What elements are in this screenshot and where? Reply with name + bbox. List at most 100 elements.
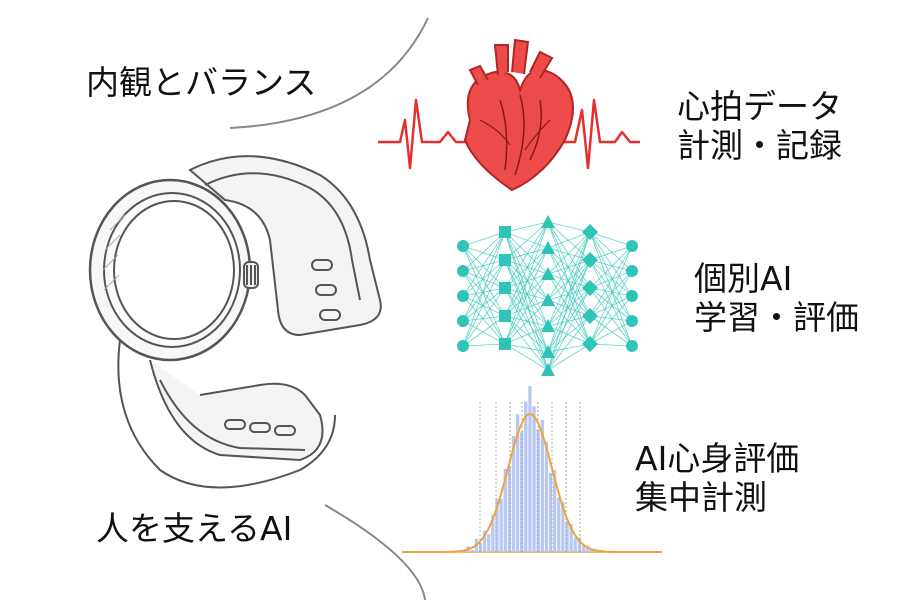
- nn-edge: [547, 221, 591, 233]
- histogram-bar: [495, 499, 499, 552]
- heart-ecg-icon: [378, 38, 640, 192]
- nn-edge: [462, 245, 506, 317]
- nn-node: [541, 215, 555, 228]
- bottom-divider-arc: [324, 504, 426, 600]
- histogram-bar: [544, 441, 549, 552]
- nn-edge: [462, 231, 506, 347]
- histogram-bar: [577, 537, 582, 552]
- nn-edge: [504, 315, 549, 327]
- nn-edge: [547, 221, 591, 289]
- nn-edge: [547, 259, 591, 275]
- nn-edge: [547, 299, 591, 345]
- nn-edge: [547, 273, 591, 289]
- nn-edge: [504, 315, 549, 371]
- nn-edge: [547, 247, 591, 289]
- nn-edge: [547, 315, 591, 327]
- nn-edge: [547, 259, 591, 301]
- nn-edge: [547, 287, 591, 327]
- nn-edge: [504, 221, 549, 261]
- feature-assessment-line1: AI心身評価: [635, 439, 800, 478]
- nn-edge: [462, 315, 506, 322]
- nn-edge: [547, 325, 591, 345]
- histogram-bar: [487, 534, 491, 552]
- nn-edge: [462, 270, 506, 345]
- bottom-caption: 人を支えるAI: [96, 509, 293, 548]
- nn-node: [626, 240, 638, 252]
- nn-edge: [504, 231, 549, 301]
- nn-edge: [504, 231, 549, 327]
- nn-edge: [547, 259, 591, 371]
- nn-edge: [462, 259, 506, 272]
- nn-edge: [589, 245, 633, 261]
- nn-node: [541, 267, 555, 280]
- nn-edge: [589, 270, 633, 289]
- nn-edge: [504, 221, 549, 233]
- nn-edge: [504, 231, 549, 371]
- nn-node: [582, 252, 598, 268]
- nn-edge: [589, 231, 633, 347]
- nn-edge: [589, 270, 633, 317]
- nn-edge: [504, 273, 549, 317]
- gaussian-curve: [402, 412, 662, 553]
- nn-edge: [547, 221, 591, 317]
- histogram-bar: [482, 530, 487, 552]
- feature-assessment-line2: 集中計測: [635, 477, 767, 517]
- nn-node: [582, 280, 598, 296]
- nn-edge: [462, 231, 506, 297]
- nn-edge: [462, 315, 506, 347]
- nn-edge: [589, 295, 633, 345]
- nn-edge: [547, 231, 591, 301]
- histogram-bar: [573, 537, 577, 552]
- nn-edge: [547, 231, 591, 275]
- histogram-bar: [581, 545, 586, 552]
- nn-node: [626, 315, 638, 327]
- nn-edge: [462, 259, 506, 297]
- nn-edge: [504, 221, 549, 345]
- nn-edge: [589, 287, 633, 297]
- nn-edge: [589, 231, 633, 297]
- nn-edge: [504, 287, 549, 371]
- histogram-bar: [552, 470, 557, 552]
- nn-edge: [462, 343, 506, 347]
- nn-edge: [589, 270, 633, 345]
- nn-edge: [547, 299, 591, 317]
- nn-edge: [589, 259, 633, 347]
- nn-edge: [547, 273, 591, 317]
- smartwatch-icon: [88, 155, 382, 489]
- nn-edge: [504, 247, 549, 261]
- nn-edge: [547, 287, 591, 353]
- nn-edge: [504, 259, 549, 353]
- histogram-bar: [515, 414, 520, 552]
- feature-heart-label: 心拍データ 計測・記録: [677, 87, 842, 166]
- histogram-bar: [470, 550, 474, 552]
- feature-ai-line1: 個別AI: [694, 259, 793, 298]
- nn-node: [499, 338, 511, 350]
- nn-edge: [504, 247, 549, 289]
- nn-edge: [462, 270, 506, 317]
- histogram-bar: [499, 498, 503, 552]
- ecg-line: [378, 98, 470, 170]
- nn-node: [541, 319, 555, 332]
- nn-edge: [462, 231, 506, 322]
- nn-node: [626, 265, 638, 277]
- nn-edge: [547, 231, 591, 371]
- histogram-bar: [511, 435, 516, 552]
- nn-edge: [504, 247, 549, 345]
- nn-node: [626, 340, 638, 352]
- histogram-bar: [540, 419, 544, 552]
- top-caption: 内観とバランス: [86, 63, 317, 102]
- nn-node: [457, 290, 469, 302]
- nn-edge: [504, 287, 549, 301]
- nn-node: [457, 315, 469, 327]
- nn-edge: [504, 221, 549, 289]
- nn-edge: [504, 231, 549, 353]
- nn-edge: [462, 295, 506, 317]
- nn-node: [499, 226, 511, 238]
- nn-edge: [504, 273, 549, 289]
- nn-edge: [547, 247, 591, 345]
- feature-assessment-label: AI心身評価 集中計測: [635, 439, 800, 518]
- nn-edge: [547, 273, 591, 345]
- feature-ai-label: 個別AI 学習・評価: [694, 259, 859, 338]
- nn-edge: [462, 259, 506, 322]
